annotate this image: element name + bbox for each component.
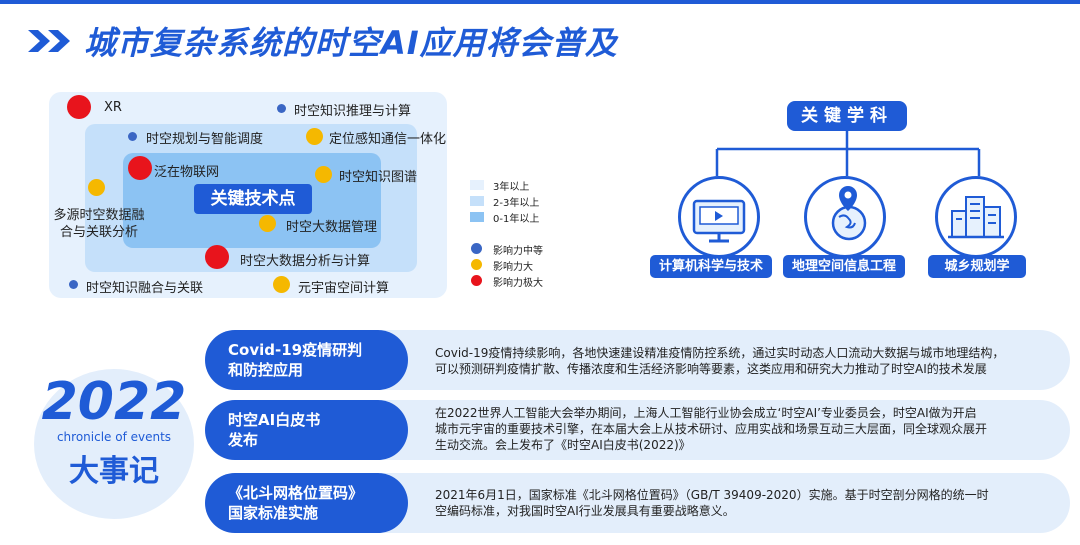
event-text-covid-line2: 可以预测研判疫情扩散、传播浓度和生活经济影响等要素，这类应用和研究大力推动了时空…: [435, 362, 987, 376]
event-text-covid-line1: Covid-19疫情持续影响，各地快速建设精准疫情防控系统，通过实时动态人口流动…: [435, 346, 1005, 360]
event-text-beidou: 2021年6月1日，国家标准《北斗网格位置码》（GB/T 39409-2020）…: [435, 487, 1045, 519]
double-chevron-icon: [28, 30, 70, 52]
tech-label-multisource-line1: 多源时空数据融: [53, 208, 145, 223]
impact-dot-knowledge-graph: [315, 166, 332, 183]
impact-dot-planning: [128, 132, 137, 141]
legend-label-large: 影响力大: [493, 262, 533, 273]
legend-label-very-large: 影响力极大: [493, 278, 543, 289]
impact-dot-positioning: [306, 128, 323, 145]
legend-dot-very-large: [471, 275, 482, 286]
event-text-whitepaper-line3: 生动交流。会上发布了《时空AI白皮书(2022)》: [435, 438, 691, 452]
legend-label-0-1: 0-1年以上: [493, 214, 540, 225]
page-title: 城市复杂系统的时空AI应用将会普及: [84, 24, 618, 62]
tech-label-multisource-line2: 合与关联分析: [59, 225, 138, 240]
event-tag-beidou-line2: 国家标准实施: [228, 504, 319, 522]
event-text-whitepaper-line1: 在2022世界人工智能大会举办期间，上海人工智能行业协会成立‘时空AI’专业委员…: [435, 406, 977, 420]
event-tag-whitepaper-line2: 发布: [228, 431, 259, 449]
event-text-whitepaper-line2: 城市元宇宙的重要技术引擎，在本届大会上从技术研讨、应用实战和场景互动三大层面，同…: [435, 422, 988, 436]
legend-label-medium: 影响力中等: [493, 246, 543, 257]
city-buildings-icon: [948, 196, 1004, 239]
legend-swatch-2-3: [470, 196, 484, 206]
legend-dot-large: [471, 259, 482, 270]
impact-dot-metaverse: [273, 276, 290, 293]
tech-label-xr: XR: [104, 100, 122, 115]
discipline-circle-cs: [678, 176, 760, 258]
tech-label-iot: 泛在物联网: [154, 165, 220, 180]
discipline-label-urban: 城乡规划学: [928, 255, 1026, 278]
tech-label-reasoning: 时空知识推理与计算: [294, 104, 412, 119]
impact-dot-knowledge-fusion: [69, 280, 78, 289]
tech-label-knowledge-graph: 时空知识图谱: [339, 170, 418, 185]
event-text-beidou-line1: 2021年6月1日，国家标准《北斗网格位置码》（GB/T 39409-2020）…: [435, 488, 989, 502]
globe-location-icon: [831, 186, 867, 241]
tech-label-knowledge-fusion: 时空知识融合与关联: [86, 281, 204, 296]
impact-dot-xr: [67, 95, 91, 119]
discipline-circle-geo: [804, 176, 886, 258]
discipline-label-cs: 计算机科学与技术: [650, 255, 772, 278]
year-title: 2022: [41, 372, 187, 432]
key-tech-center-label: 关键技术点: [194, 184, 312, 214]
event-tag-beidou-line1: 《北斗网格位置码》: [228, 484, 364, 502]
impact-dot-bigdata-mgmt: [259, 215, 276, 232]
event-text-beidou-line2: 空编码标准，对我国时空AI行业发展具有重要战略意义。: [435, 504, 735, 518]
tech-label-bigdata-analysis: 时空大数据分析与计算: [240, 254, 371, 269]
year-badge-circle: [34, 369, 194, 519]
discipline-connector-lines: [715, 131, 981, 176]
events-heading: 大事记: [69, 454, 159, 489]
legend-swatch-0-1: [470, 212, 484, 222]
legend-label-2-3: 2-3年以上: [493, 198, 540, 209]
impact-dot-bigdata-analysis: [205, 245, 229, 269]
event-tag-covid-line2: 和防控应用: [228, 361, 304, 379]
event-tag-covid: Covid-19疫情研判 和防控应用: [205, 330, 408, 390]
event-tag-covid-line1: Covid-19疫情研判: [228, 341, 363, 359]
chronicle-subtitle: chronicle of events: [56, 430, 172, 444]
event-tag-whitepaper-line1: 时空AI白皮书: [228, 411, 321, 429]
impact-dot-multisource: [88, 179, 105, 196]
event-text-whitepaper: 在2022世界人工智能大会举办期间，上海人工智能行业协会成立‘时空AI’专业委员…: [435, 405, 1045, 453]
impact-dot-iot: [128, 156, 152, 180]
discipline-circle-urban: [935, 176, 1017, 258]
top-accent-line: [0, 0, 1080, 4]
impact-dot-reasoning: [277, 104, 286, 113]
tech-label-positioning: 定位感知通信一体化: [329, 132, 447, 147]
tech-label-metaverse: 元宇宙空间计算: [298, 281, 390, 296]
discipline-label-geo: 地理空间信息工程: [783, 255, 905, 278]
event-text-covid: Covid-19疫情持续影响，各地快速建设精准疫情防控系统，通过实时动态人口流动…: [435, 345, 1045, 377]
legend-dot-medium: [471, 243, 482, 254]
key-disciplines-title: 关键学科: [787, 101, 907, 131]
tech-label-bigdata-mgmt: 时空大数据管理: [286, 220, 378, 235]
legend-label-3plus: 3年以上: [493, 182, 530, 193]
tech-label-planning: 时空规划与智能调度: [146, 132, 264, 147]
event-tag-beidou: 《北斗网格位置码》 国家标准实施: [205, 473, 408, 533]
computer-icon: [692, 199, 746, 243]
event-tag-whitepaper: 时空AI白皮书 发布: [205, 400, 408, 460]
legend-swatch-3plus: [470, 180, 484, 190]
